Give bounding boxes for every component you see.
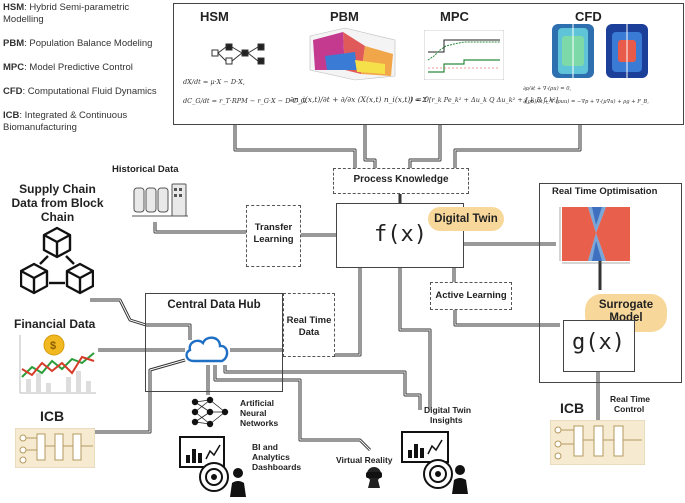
- transfer-learning-line1: Transfer: [254, 222, 293, 233]
- analytics-dashboard-icon: [179, 436, 246, 497]
- cloud-icon: [185, 336, 229, 363]
- pbm-surface-plot-icon: [309, 27, 396, 81]
- historical-data-label: Historical Data: [112, 164, 179, 175]
- blockchain-icon: [20, 226, 94, 295]
- bi-label-line2: Analytics: [252, 452, 290, 462]
- hsm-block-diagram-icon: [211, 43, 265, 65]
- ann-label-line2: Neural: [240, 408, 267, 418]
- icb-right-label: ICB: [560, 400, 585, 416]
- transfer-learning-box: [246, 205, 301, 267]
- bioreactor-equipment-icon: [132, 183, 188, 217]
- hsm-title: HSM: [200, 9, 229, 24]
- icb-left-label: ICB: [40, 408, 65, 424]
- central-data-hub-box: [145, 293, 283, 392]
- real-time-data-line2: Data: [298, 327, 320, 338]
- pbm-equation: ∂n_i(x,t)/∂t + ∂/∂x (X(x,t) n_i(x,t)) = …: [290, 95, 430, 104]
- real-time-optimisation-panel: [539, 183, 682, 383]
- virtual-reality-label: Virtual Reality: [336, 455, 393, 465]
- process-knowledge-label: Process Knowledge: [353, 174, 449, 185]
- real-time-optimisation-label: Real Time Optimisation: [552, 186, 658, 197]
- hsm-equation-2: dC_G/dt = r_T·RPM − r_G·X − D·C_G.: [183, 97, 308, 105]
- pbm-title: PBM: [330, 9, 359, 24]
- ann-label-line3: Networks: [240, 418, 279, 428]
- insights-dashboard-icon: [401, 431, 468, 494]
- neural-network-icon: [191, 396, 229, 428]
- legend-icb-cont: Biomanufacturing: [3, 122, 77, 133]
- rt-control-line1: Real Time: [610, 394, 651, 404]
- financial-chart-icon: $: [19, 334, 96, 394]
- ann-label-line1: Artificial: [240, 398, 275, 408]
- bi-label-line1: BI and: [252, 442, 278, 452]
- legend-cfd: CFD: Computational Fluid Dynamics: [3, 86, 157, 97]
- wire-cfd: [453, 124, 582, 170]
- central-data-hub-label: Central Data Hub: [167, 299, 261, 311]
- cfd-equation-2: ∂(ρu)/∂t + ∇·(ρuu) = −∇p + ∇·(μ∇u) + ρg …: [523, 99, 649, 105]
- legend-hsm: HSM: Hybrid Semi-parametric: [3, 2, 130, 13]
- legend-mpc: MPC: Model Predictive Control: [3, 62, 133, 73]
- dt-insights-line2: Insights: [430, 415, 463, 425]
- supply-chain-line1: Supply Chain: [19, 182, 96, 196]
- surrogate-gx-box: [563, 320, 635, 372]
- cfd-title: CFD: [575, 9, 602, 24]
- wire-pbm: [363, 124, 377, 170]
- legend-hsm-cont: Modelling: [3, 14, 44, 25]
- supply-chain-line3: Chain: [40, 210, 75, 224]
- vr-headset-icon: [366, 467, 382, 488]
- supply-chain-line2: Data from Block: [11, 196, 104, 210]
- digital-twin-badge: Digital Twin: [428, 207, 504, 231]
- active-learning-label: Active Learning: [435, 290, 507, 301]
- svg-text:$: $: [50, 340, 56, 352]
- fx-function-label: f(x): [374, 222, 427, 247]
- mpc-title: MPC: [440, 9, 469, 24]
- icb-process-flow-right-icon: [550, 420, 645, 465]
- icb-process-flow-left-icon: [15, 428, 95, 468]
- hsm-equation-1: dX/dt = μ·X − D·X,: [183, 78, 245, 86]
- gx-function-label: g(x): [572, 330, 625, 355]
- legend-pbm: PBM: Population Balance Modeling: [3, 38, 153, 49]
- process-knowledge-box: [333, 168, 469, 194]
- dt-insights-line1: Digital Twin: [424, 405, 472, 415]
- real-time-data-box: [283, 293, 335, 357]
- mpc-equation: J = Σ [r_k Pe_k² + Δu_k Q Δu_k² + f_k R …: [410, 96, 559, 104]
- rt-control-line2: Control: [614, 404, 645, 414]
- wire-hsm: [233, 124, 357, 170]
- wire-mpc: [408, 124, 442, 170]
- digital-twin-fx-box: [336, 203, 464, 268]
- active-learning-box: [430, 282, 512, 310]
- cfd-equation-1: ∂ρ/∂t + ∇·(ρu) = 0,: [523, 86, 572, 92]
- transfer-learning-line2: Learning: [253, 234, 294, 245]
- real-time-data-line1: Real Time: [286, 315, 332, 326]
- mpc-response-plot-icon: [424, 30, 504, 80]
- surrogate-line1: Surrogate: [598, 299, 654, 311]
- bi-label-line3: Dashboards: [252, 462, 302, 472]
- cfd-bioreactor-simulation-icon: [552, 24, 648, 78]
- optimisation-heatmap-icon: [559, 207, 630, 264]
- financial-data-label: Financial Data: [14, 317, 96, 331]
- legend-icb: ICB: Integrated & Continuous: [3, 110, 128, 121]
